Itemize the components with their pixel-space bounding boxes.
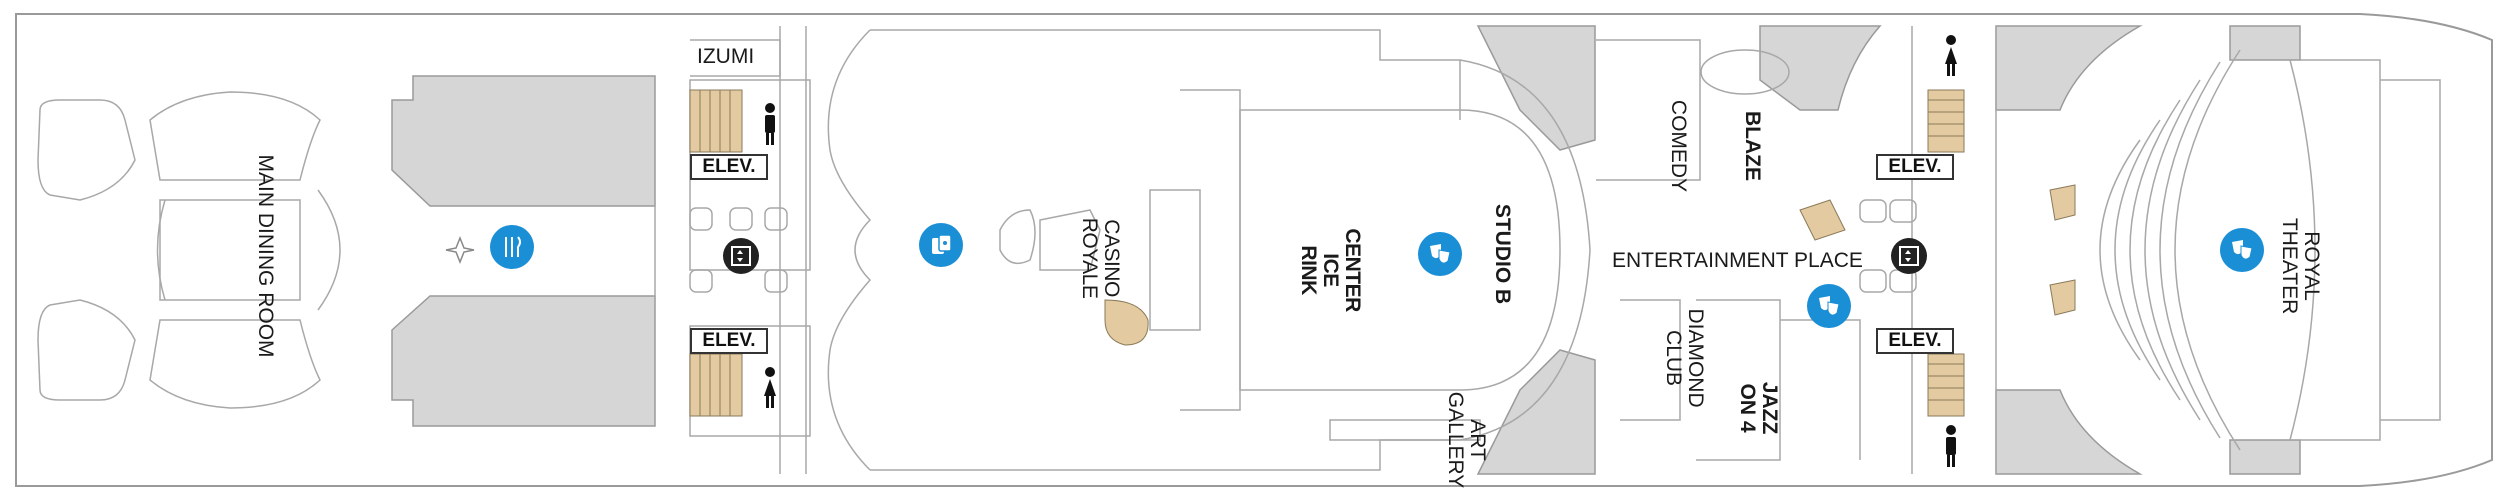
theater-masks-icon[interactable] [2220, 228, 2264, 272]
restroom-male-icon [765, 103, 775, 145]
dining-icon[interactable] [490, 225, 534, 269]
stairs-spiral-casino [1104, 299, 1149, 346]
service-area-right-bottom [2229, 439, 2301, 475]
label-blaze: BLAZE [1741, 111, 1765, 182]
casino-icon[interactable] [919, 223, 963, 267]
service-area-aft-bottom [1476, 349, 1596, 475]
service-area-aft-top [1476, 25, 1596, 151]
stairs-theater-top [2049, 184, 2076, 221]
restroom-male-icon [1946, 425, 1956, 467]
elevator-label: ELEV. [690, 154, 768, 180]
restroom-female-icon [1945, 35, 1957, 76]
elevator-label: ELEV. [1876, 328, 1954, 354]
service-area-theater-bottom [1995, 389, 2143, 475]
service-area-theater-top [1995, 25, 2143, 111]
service-area-center-top [1759, 25, 1882, 111]
stairs-theater-bottom [2049, 279, 2076, 316]
elevator-label: ELEV. [1876, 154, 1954, 180]
stairs-fwd-top [1927, 89, 1965, 153]
theater-masks-icon[interactable] [1807, 284, 1851, 328]
label-jazz-on-4: JAZZ ON 4 [1736, 381, 1782, 435]
hull-outline [15, 13, 2493, 487]
stairs-blaze [1799, 199, 1846, 241]
restroom-female-icon [764, 367, 776, 408]
star-icon [445, 235, 475, 265]
label-izumi: IZUMI [697, 45, 755, 68]
theater-masks-icon[interactable] [1418, 232, 1462, 276]
label-casino-royale: CASINO ROYALE [1078, 217, 1124, 299]
galley-area-bottom [391, 295, 656, 427]
label-studio-b: STUDIO B [1491, 203, 1515, 305]
stairs-fwd-bottom [1927, 353, 1965, 417]
elevator-icon[interactable] [1891, 238, 1927, 274]
label-entertainment-place: ENTERTAINMENT PLACE [1612, 249, 1863, 272]
label-center-ice-rink: CENTER ICE RINK [1296, 228, 1365, 312]
label-royal-theater: ROYAL THEATER [2278, 217, 2324, 315]
service-area-right-top [2229, 25, 2301, 61]
elevator-label: ELEV. [690, 328, 768, 354]
stairs-aft-top [689, 89, 743, 153]
label-main-dining-room: MAIN DINING ROOM [254, 154, 278, 358]
elevator-icon[interactable] [723, 238, 759, 274]
label-diamond-club: DIAMOND CLUB [1662, 308, 1708, 408]
galley-area-top [391, 75, 656, 207]
label-art-gallery: ART GALLERY [1444, 391, 1490, 489]
label-comedy: COMEDY [1667, 99, 1691, 193]
stairs-aft-bottom [689, 353, 743, 417]
